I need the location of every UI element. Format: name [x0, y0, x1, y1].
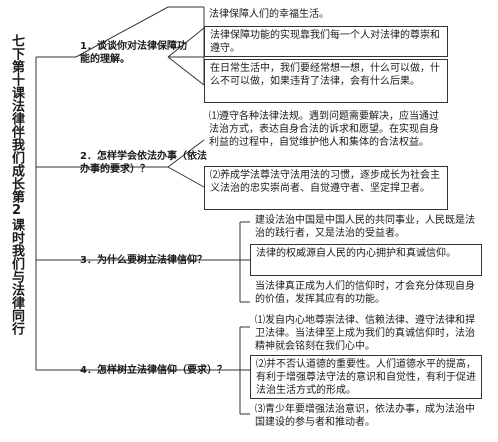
q3-answer-2: 法律的权威源自人民的内心拥护和真诚信仰。: [250, 244, 482, 276]
lesson-title: 七下第十课法律伴我们成长第2课时我们与法律同行: [9, 34, 24, 335]
q4-answer-3: ⑶青少年要增强法治意识，依法办事，成为法治中国建设的参与者和推动者。: [255, 404, 475, 428]
question-2-label: 2．怎样学会依法办事（依法办事的要求）？: [80, 151, 207, 175]
q4-answer-1: ⑴发自内心地尊崇法律、信赖法律、遵守法律和捍卫法律。当法律至上成为我们的真诚信仰…: [255, 315, 475, 352]
question-1-label: 1．谈谈你对法律保障功能的理解。: [80, 41, 187, 65]
q1-answer-2: 法律保障功能的实现靠我们每一个人对法律的尊崇和遵守。: [204, 26, 448, 57]
q2-answer-1: ⑴遵守各种法律法规。遇到问题需要解决，应当通过法治方式，表达自身合法的诉求和愿望…: [209, 111, 439, 148]
q3-answer-3: 当法律真正成为人们的信仰时，才会充分体现自身的价值，发挥其应有的功能。: [255, 281, 475, 305]
question-3-label: 3．为什么要树立法律信仰？: [80, 255, 207, 266]
q1-answer-3: 在日常生活中，我们要经常想一想，什么可以做，什么不可以做，如果违背了法律，会有什…: [204, 59, 448, 103]
question-4-label: 4．怎样树立法律信仰（要求）？: [80, 365, 227, 376]
q2-answer-2: ⑵养成学法尊法守法用法的习惯，逐步成长为社会主义法治的忠实崇尚者、自觉遵守者、坚…: [204, 166, 448, 210]
q4-answer-2: ⑵并不否认道德的重要性。人们道德水平的提高，有利于增强尊法守法的意识和自觉性，有…: [250, 355, 482, 399]
q3-answer-1: 建设法治中国是中国人民的共同事业，人民既是法治的践行者，又是法治的受益者。: [255, 215, 475, 239]
q1-answer-1: 法律保障人们的幸福生活。: [209, 9, 329, 20]
